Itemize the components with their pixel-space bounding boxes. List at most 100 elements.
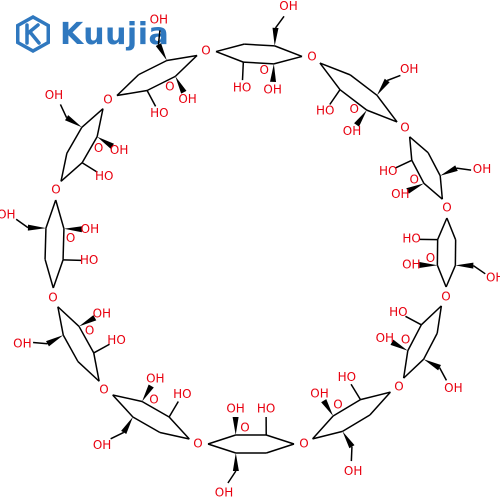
bond-4 [243,61,274,65]
hydroxyl-group-35: OH [93,306,111,320]
hydroxyl-group-45: OH [150,12,168,26]
oxygen-atom-51: O [442,201,451,215]
hydroxyl-group-22: HO [338,370,356,384]
hydroxyl-group-17: OH [444,381,462,395]
bond-105 [96,108,104,137]
bond-57 [350,446,353,462]
hydroxyl-group-34: HO [107,333,125,347]
oxygen-atom-12: O [426,251,435,265]
wedge-bond-59 [321,399,334,417]
hydroxyl-group-19: OH [376,331,394,345]
bond-102 [81,108,104,128]
bond-82 [57,306,65,336]
bond-112 [166,54,198,62]
hydroxyl-group-3: OH [263,82,281,96]
bond-33 [436,217,448,240]
wedge-bond-26 [440,165,458,176]
hydroxyl-group-43: OH [110,143,128,157]
bond-42 [403,358,425,379]
bond-103 [60,162,83,182]
oxygen-atom-36: O [66,231,75,245]
oxygen-atom-55: O [193,437,202,451]
bond-81 [62,334,79,362]
hydroxyl-group-26: HO [257,402,275,416]
bond-115 [174,54,198,77]
hydroxyl-group-37: OH [0,207,16,221]
hydroxyl-group-47: OH [178,92,196,106]
brand-logo: Kuujia [12,12,172,56]
wedge-bond-119 [175,76,187,94]
hydroxyl-group-5: OH [400,62,418,76]
bond-40 [436,305,443,334]
hydroxyl-group-42: HO [95,169,113,183]
wedge-bond-79 [142,384,154,402]
bond-104 [81,136,98,164]
wedge-bond-99 [63,226,83,233]
bond-43 [420,305,442,326]
oxygen-atom-32: O [85,324,94,338]
bond-77 [110,431,125,440]
oxygen-atom-24: O [240,421,249,435]
bond-0 [215,43,245,53]
hydroxyl-group-21: OH [344,464,362,478]
wedge-bond-16 [376,78,390,96]
bond-23 [408,136,413,161]
oxygen-atom-8: O [410,173,419,187]
bond-58 [350,383,362,401]
bond-80 [77,361,100,382]
bond-93 [52,259,64,289]
wedge-bond-39 [419,261,438,268]
bond-98 [63,259,82,262]
oxygen-atom-0: O [260,63,269,77]
wedge-bond-106 [65,115,82,128]
bond-97 [15,218,29,229]
bond-70 [159,431,190,440]
oxygen-atom-52: O [441,290,450,304]
bond-54 [332,398,361,417]
wedge-bond-116 [155,43,167,61]
bond-5 [273,55,303,65]
bond-24 [411,159,425,184]
bond-118 [146,90,157,107]
oxygen-atom-59: O [103,93,112,107]
bond-108 [81,162,98,173]
bond-87 [33,341,48,345]
oxygen-atom-58: O [51,183,60,197]
hydroxyl-group-27: OH [226,402,244,416]
bond-113 [116,89,148,97]
wedge-bond-89 [79,315,97,327]
wedge-bond-76 [121,416,133,434]
hydroxyl-group-25: OH [215,485,233,499]
hydroxyl-group-15: OH [402,257,420,271]
bond-83 [92,352,100,382]
wedge-bond-49 [390,339,408,351]
hydroxyl-group-46: HO [150,106,168,120]
bond-22 [439,175,444,200]
bond-47 [438,367,448,381]
hydroxyl-group-38: HO [80,253,98,267]
bond-107 [59,104,68,119]
bond-11 [349,74,378,96]
bond-73 [168,416,190,440]
bond-88 [93,343,110,354]
bond-100 [60,153,68,182]
bond-1 [244,43,275,47]
bond-95 [55,199,65,229]
bond-117 [157,30,161,45]
bond-41 [423,332,438,360]
bond-71 [132,416,161,434]
bond-52 [312,430,343,440]
wedge-bond-6 [272,27,279,46]
bond-53 [360,391,391,401]
bond-35 [436,264,447,288]
bond-65 [207,434,236,445]
hydroxyl-group-6: HO [316,104,334,118]
hydroxyl-group-41: OH [45,88,63,102]
wedge-bond-29 [406,183,424,194]
bond-10 [319,62,351,76]
hydroxyl-group-2: HO [233,81,251,95]
hydroxyl-group-31: OH [146,372,164,386]
hydroxyl-group-39: OH [81,222,99,236]
